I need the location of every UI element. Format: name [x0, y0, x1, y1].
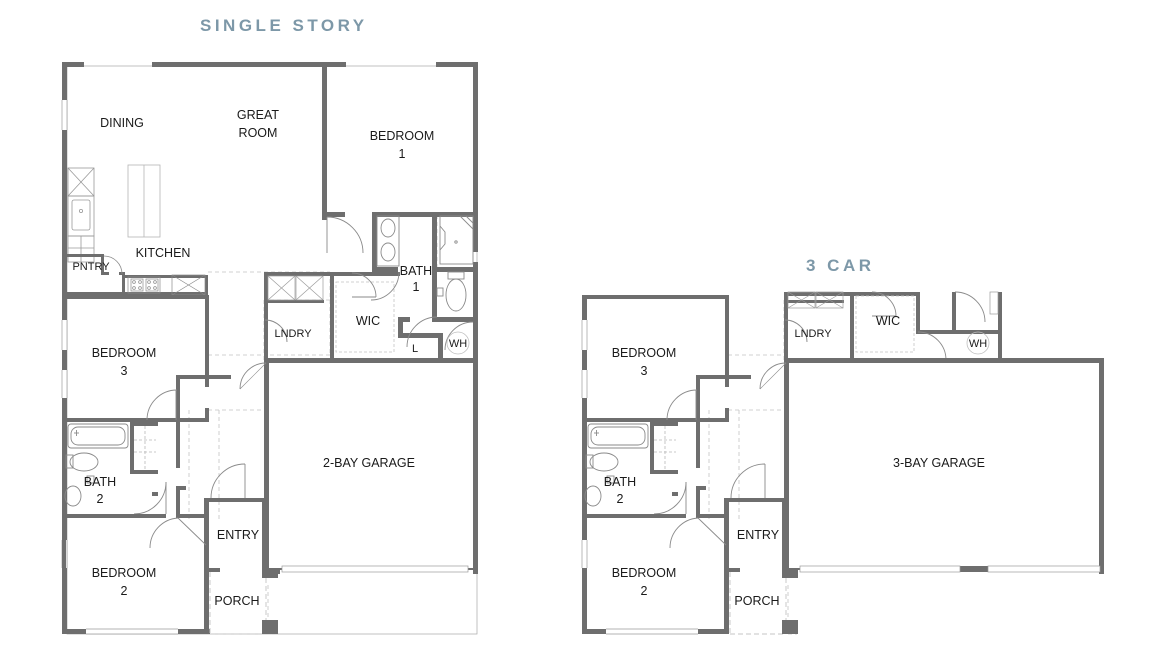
- label-bedroom-2-line2: 2: [121, 584, 128, 598]
- right-water-heater-icon: [966, 331, 990, 355]
- label-garage-2bay: 2-BAY GARAGE: [323, 456, 415, 470]
- right-bath2-fixtures: [582, 418, 687, 518]
- garage-left: [239, 358, 478, 573]
- label-great-room-line2: ROOM: [239, 126, 278, 140]
- label-bedroom-3-line1: BEDROOM: [92, 346, 157, 360]
- interior-walls-bedroom3: [62, 295, 231, 468]
- right-label-garage-3bay: 3-BAY GARAGE: [893, 456, 985, 470]
- right-label-bedroom-3-line1: BEDROOM: [612, 346, 677, 360]
- plan-title-3-car: 3 CAR: [806, 256, 875, 275]
- interior-walls-lower: [62, 486, 278, 634]
- plan-title-single-story: SINGLE STORY: [200, 16, 368, 35]
- right-label-bedroom-3-line2: 3: [641, 364, 648, 378]
- label-water-heater: WH: [449, 338, 467, 350]
- label-bedroom-1-line1: BEDROOM: [370, 129, 435, 143]
- dashed-guides-right: [708, 300, 797, 635]
- bath1-fixtures: [326, 215, 474, 351]
- label-laundry: LNDRY: [274, 328, 312, 340]
- garage-right: [759, 358, 1104, 574]
- right-lower-walls: [582, 486, 798, 634]
- interior-walls-upper: [322, 62, 478, 363]
- label-bedroom-2-line1: BEDROOM: [92, 566, 157, 580]
- label-dining: DINING: [100, 116, 144, 130]
- right-label-bedroom-2-line1: BEDROOM: [612, 566, 677, 580]
- label-bedroom-1-line2: 1: [399, 147, 406, 161]
- label-bath-1-line2: 1: [413, 280, 420, 294]
- water-heater-icon: [446, 331, 470, 355]
- right-label-bath-2-line2: 2: [617, 492, 624, 506]
- right-label-porch: PORCH: [734, 594, 779, 608]
- label-bedroom-3-line2: 3: [121, 364, 128, 378]
- label-bath-2-line1: BATH: [84, 475, 116, 489]
- label-great-room-line1: GREAT: [237, 108, 279, 122]
- label-bath-2-line2: 2: [97, 492, 104, 506]
- right-label-bath-2-line1: BATH: [604, 475, 636, 489]
- plan-single-story: DINING GREAT ROOM BEDROOM 1 KITCHEN PNTR…: [61, 62, 478, 635]
- label-bath-1-line1: BATH: [400, 264, 432, 278]
- label-wic: WIC: [356, 314, 380, 328]
- label-linen: L: [412, 343, 418, 355]
- right-label-water-heater: WH: [969, 338, 987, 350]
- plan-3-car: BEDROOM 3 LNDRY WIC WH BATH 2 3-BAY GARA…: [581, 291, 1104, 635]
- kitchen-fixtures: [66, 164, 208, 296]
- right-label-bedroom-2-line2: 2: [641, 584, 648, 598]
- label-kitchen: KITCHEN: [136, 246, 191, 260]
- right-label-entry: ENTRY: [737, 528, 780, 542]
- label-entry: ENTRY: [217, 528, 260, 542]
- bath2-fixtures: [62, 418, 167, 518]
- right-label-laundry: LNDRY: [794, 328, 832, 340]
- label-porch: PORCH: [214, 594, 259, 608]
- label-pantry: PNTRY: [72, 261, 110, 273]
- right-label-wic: WIC: [876, 314, 900, 328]
